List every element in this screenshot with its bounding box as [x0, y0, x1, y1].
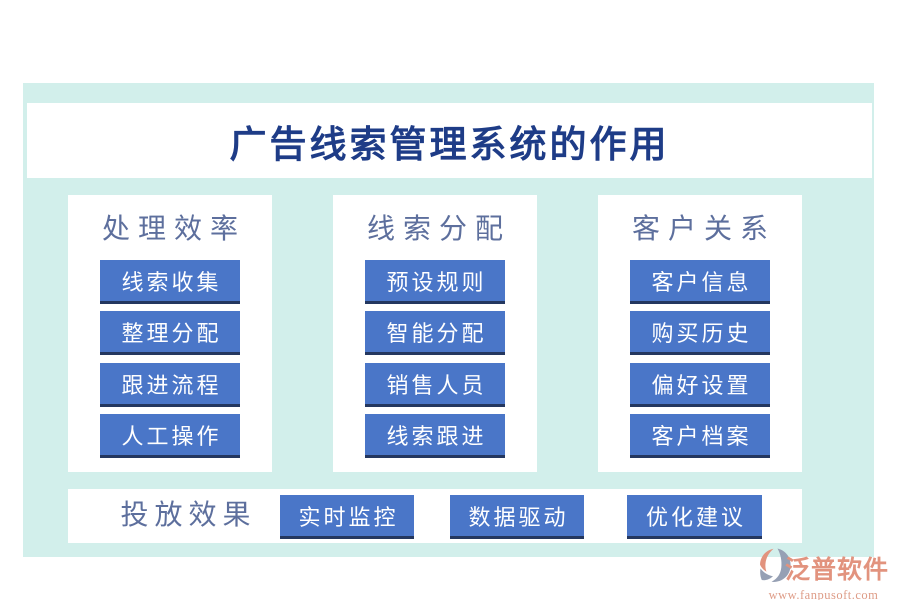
bottom-bar-header: 投放效果 [120, 500, 257, 531]
chip-customer-archive[interactable]: 客户档案 [630, 414, 770, 458]
card-header: 客户关系 [631, 214, 776, 245]
card-header: 线索分配 [366, 214, 511, 245]
chip-preference-settings[interactable]: 偏好设置 [630, 363, 770, 407]
fanpu-logo-icon [758, 547, 792, 589]
card-processing-efficiency: 处理效率 线索收集 整理分配 跟进流程 人工操作 [68, 195, 272, 472]
chip-realtime-monitoring[interactable]: 实时监控 [280, 495, 414, 539]
brand-website-link[interactable]: www.fanpusoft.com [768, 588, 879, 600]
brand-name: 泛普软件 [785, 557, 890, 584]
chip-smart-distribution[interactable]: 智能分配 [365, 311, 505, 355]
chip-follow-up-process[interactable]: 跟进流程 [100, 363, 240, 407]
chip-lead-follow-up[interactable]: 线索跟进 [365, 414, 505, 458]
card-customer-relations: 客户关系 客户信息 购买历史 偏好设置 客户档案 [598, 195, 802, 472]
chip-customer-info[interactable]: 客户信息 [630, 260, 770, 304]
chip-data-driven[interactable]: 数据驱动 [450, 495, 584, 539]
chip-preset-rules[interactable]: 预设规则 [365, 260, 505, 304]
chip-lead-collection[interactable]: 线索收集 [100, 260, 240, 304]
card-header: 处理效率 [101, 214, 246, 245]
page-title: 广告线索管理系统的作用 [229, 124, 670, 166]
brand-watermark: 泛普软件 www.fanpusoft.com [758, 547, 889, 600]
title-bar: 广告线索管理系统的作用 [27, 103, 872, 178]
chip-purchase-history[interactable]: 购买历史 [630, 311, 770, 355]
chip-manual-operation[interactable]: 人工操作 [100, 414, 240, 458]
chip-optimization-suggestions[interactable]: 优化建议 [627, 495, 762, 539]
chip-sales-staff[interactable]: 销售人员 [365, 363, 505, 407]
chip-sorting-distribution[interactable]: 整理分配 [100, 311, 240, 355]
card-lead-distribution: 线索分配 预设规则 智能分配 销售人员 线索跟进 [333, 195, 537, 472]
bottom-bar-placement-effect: 投放效果 实时监控 数据驱动 优化建议 [68, 489, 802, 543]
